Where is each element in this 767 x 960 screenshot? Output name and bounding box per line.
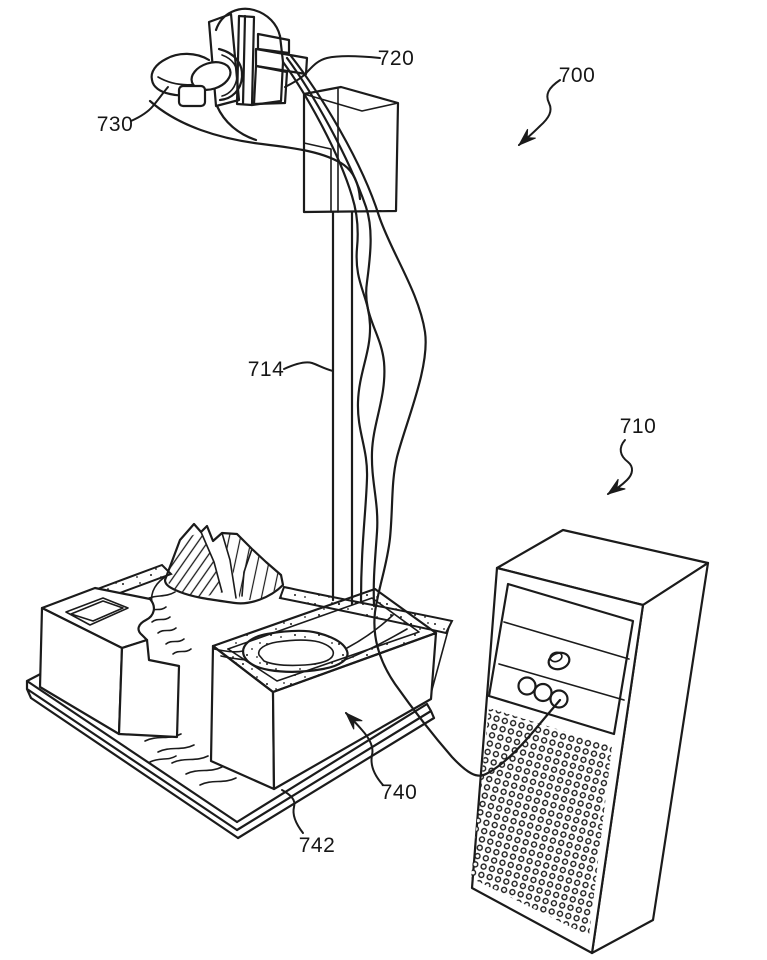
ref-710-text: 710 — [620, 415, 657, 438]
tower-bay-divider-2 — [498, 663, 625, 701]
mountain-hatch-right — [222, 533, 283, 600]
label-730-leader — [130, 86, 169, 122]
mountain-outline — [163, 522, 285, 605]
label-720: 720 — [284, 47, 415, 88]
connection-cable — [289, 54, 562, 777]
left-terrain-block — [38, 586, 181, 739]
label-710-arrowhead — [606, 478, 626, 495]
terrain-model — [25, 522, 454, 840]
base-front-edges — [25, 666, 240, 840]
bracket-step — [256, 32, 291, 55]
right-terrain-block — [209, 587, 438, 791]
lens-housing — [217, 47, 244, 102]
vent-grid — [471, 708, 612, 936]
meander-exit — [341, 614, 408, 662]
right-block-rim-inner — [227, 597, 420, 682]
sensor-box — [177, 84, 207, 108]
label-700-leader — [518, 79, 561, 146]
label-720-leader — [284, 55, 381, 88]
cable-bundle — [281, 56, 386, 608]
right-block-top-outline — [211, 587, 438, 694]
head-dome — [214, 7, 282, 38]
meander-outer — [242, 629, 349, 673]
label-742-leader — [281, 789, 304, 834]
port-button-1[interactable] — [517, 676, 537, 696]
head-lower-box — [252, 64, 289, 106]
label-710: 710 — [606, 415, 657, 495]
base-board — [25, 666, 436, 840]
label-730: 730 — [97, 86, 169, 136]
port-button-3[interactable] — [549, 689, 569, 709]
left-block-right-step — [117, 638, 181, 739]
camera-head — [148, 7, 362, 201]
base-right-edges — [235, 702, 436, 840]
right-block-rim-band — [213, 589, 436, 692]
cable-strand-2 — [285, 56, 386, 608]
ref-742-text: 742 — [299, 834, 336, 857]
port-button-2[interactable] — [533, 682, 553, 703]
ref-720-text: 720 — [378, 47, 415, 70]
label-714: 714 — [248, 358, 334, 381]
ref-700-text: 700 — [559, 64, 596, 87]
head-front-panel — [235, 14, 256, 107]
mount-bracket — [302, 85, 400, 214]
model-right-side-edge — [429, 626, 450, 698]
tower-bay-frame — [487, 582, 635, 736]
meander-band — [243, 630, 348, 672]
reference-labels: 700 710 714 720 730 740 742 — [97, 47, 657, 857]
label-742: 742 — [281, 789, 336, 857]
ref-714-text: 714 — [248, 358, 285, 381]
bracket-side-panel — [303, 142, 332, 213]
cable-strand-1 — [281, 60, 372, 603]
bracket-top-face — [303, 93, 399, 112]
head-underswoosh — [148, 99, 362, 201]
label-740: 740 — [344, 711, 418, 804]
computer-tower — [470, 528, 710, 955]
scan-arm-blob — [150, 52, 211, 97]
meander-entry — [213, 648, 247, 661]
label-710-leader — [607, 439, 633, 495]
lens-housing-inner — [221, 54, 238, 97]
label-740-arrowhead — [344, 711, 363, 730]
head-underswoosh-2 — [215, 104, 258, 142]
ref-740-text: 740 — [381, 781, 418, 804]
lens-ellipse — [190, 61, 232, 91]
power-button[interactable] — [547, 650, 572, 671]
bracket-box — [302, 85, 400, 214]
ref-730-text: 730 — [97, 113, 134, 136]
label-700: 700 — [517, 64, 596, 147]
left-block-sunken-pad — [65, 597, 129, 626]
front-ports[interactable] — [517, 676, 569, 709]
mountain — [163, 522, 285, 605]
tower-bay-divider-1 — [503, 621, 630, 660]
power-button-inner — [549, 651, 563, 663]
label-700-arrowhead — [517, 128, 536, 147]
support-pole — [331, 210, 354, 606]
label-714-leader — [283, 361, 334, 372]
mountain-ridges — [200, 531, 253, 599]
meander-inner — [257, 639, 335, 667]
